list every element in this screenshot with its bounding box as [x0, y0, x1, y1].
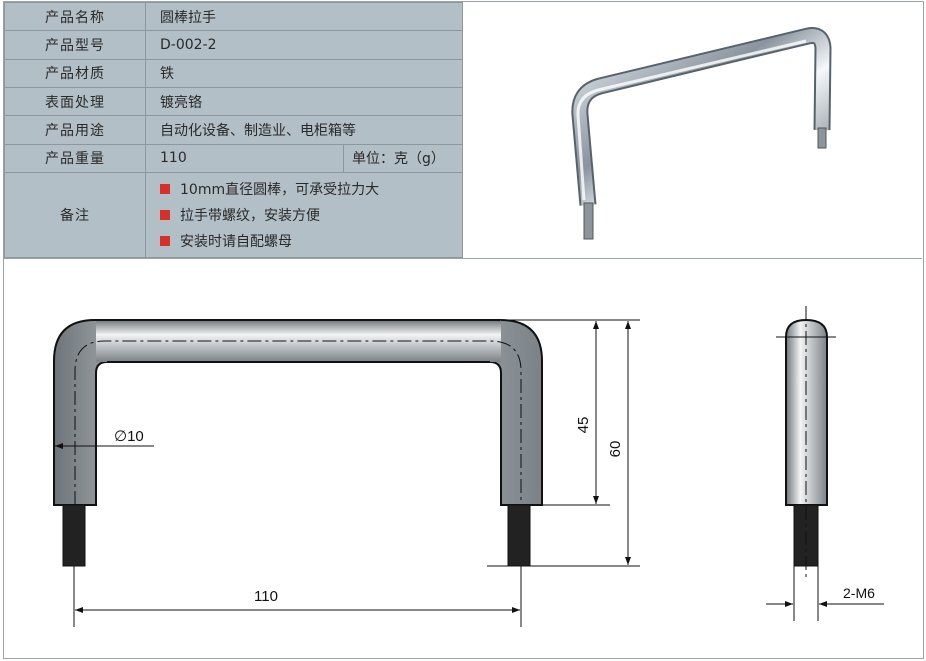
technical-drawing: ∅10 45 60 110 2-M6: [4, 258, 922, 627]
width-label: 110: [254, 588, 278, 605]
thread-photo-left: [583, 202, 594, 240]
row-label: 产品材质: [4, 58, 146, 88]
note-text: 10mm直径圆棒，可承受拉力大: [180, 181, 380, 198]
thread-left: [62, 504, 86, 567]
note-text: 拉手带螺纹，安装方便: [180, 207, 320, 224]
row-label: 产品重量: [4, 143, 146, 173]
row-label: 产品名称: [4, 1, 146, 32]
table-row: 产品名称圆棒拉手: [4, 1, 463, 32]
sheet-border: [3, 1, 924, 659]
thread-label: 2-M6: [843, 585, 875, 601]
table-row: 表面处理镀亮铬: [4, 86, 463, 117]
table-row: 备注 10mm直径圆棒，可承受拉力大 拉手带螺纹，安装方便 安装时请自配螺母: [4, 171, 463, 259]
front-view: [53, 319, 640, 627]
notes-cell: 10mm直径圆棒，可承受拉力大 拉手带螺纹，安装方便 安装时请自配螺母: [145, 171, 463, 259]
row-value: 圆棒拉手: [145, 1, 463, 32]
row-label: 表面处理: [4, 86, 146, 117]
row-label: 产品型号: [4, 30, 146, 60]
note-item: 安装时请自配螺母: [160, 228, 462, 254]
side-view: [766, 306, 884, 621]
bullet-square-icon: [160, 183, 170, 194]
bullet-square-icon: [160, 209, 170, 220]
row-label: 备注: [4, 171, 146, 259]
table-row: 产品材质铁: [4, 58, 463, 88]
table-row: 产品用途自动化设备、制造业、电柜箱等: [4, 115, 463, 145]
note-text: 安装时请自配螺母: [180, 233, 292, 250]
row-value: 镀亮铬: [145, 86, 463, 117]
height-total-label: 60: [607, 441, 624, 458]
diameter-label: ∅10: [114, 428, 144, 445]
row-value: 铁: [145, 58, 463, 88]
product-photo: [571, 27, 832, 240]
row-value: 110: [145, 143, 344, 173]
thread-right: [507, 504, 531, 567]
bullet-square-icon: [160, 235, 170, 246]
note-item: 拉手带螺纹，安装方便: [160, 202, 462, 228]
height-inner-label: 45: [575, 417, 592, 434]
row-value: D-002-2: [145, 30, 463, 60]
note-item: 10mm直径圆棒，可承受拉力大: [160, 176, 462, 202]
row-unit: 单位：克（g）: [343, 143, 463, 173]
row-label: 产品用途: [4, 115, 146, 145]
row-value: 自动化设备、制造业、电柜箱等: [145, 115, 463, 145]
thread-photo-right: [817, 127, 827, 149]
